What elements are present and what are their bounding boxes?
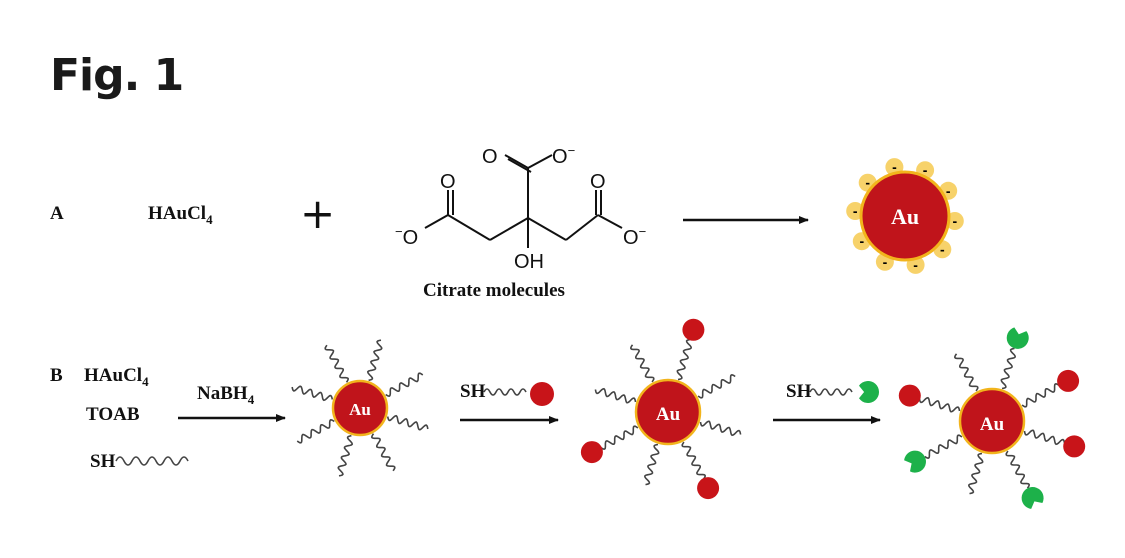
- thiol-ligand-chain: [954, 353, 979, 392]
- antibody-icon: [1021, 486, 1044, 509]
- step3-reagent: SH: [786, 381, 812, 402]
- particle-label: Au: [891, 204, 919, 229]
- o-minus-top: O−: [552, 143, 575, 168]
- thiol-ligand-chain: [594, 387, 637, 404]
- thiol-ligand-chain: [924, 434, 963, 459]
- thiol-ligand-chain: [699, 420, 742, 437]
- step2-reagent: SH: [460, 381, 486, 402]
- thiol-ligand-chain: [676, 338, 693, 381]
- antibody-icon: [859, 381, 880, 404]
- thiol-ligand-chain: [1000, 347, 1017, 390]
- particle-2-label: Au: [656, 404, 681, 425]
- panel-b-reagent2: TOAB: [86, 404, 140, 425]
- panel-b-label: B: [50, 365, 63, 386]
- red-terminal-group: [682, 318, 705, 341]
- thiol-ligand-chain: [967, 452, 984, 495]
- thiol-ligand-chain: [371, 433, 396, 472]
- thiol-ligand-chain: [366, 339, 383, 382]
- thiol-ligand: SH: [90, 451, 189, 472]
- minus-charge: -: [865, 175, 870, 191]
- thiol-ligand-chain: [643, 443, 660, 486]
- hydroxyl-group: OH: [514, 251, 544, 273]
- red-terminal-group: [1057, 369, 1080, 392]
- thiol-ligand-chain: [1005, 450, 1030, 489]
- red-terminal-group: [1063, 435, 1086, 458]
- red-terminal-group: [580, 441, 603, 464]
- citrate-caption: Citrate molecules: [423, 280, 565, 301]
- antibody-icon: [904, 450, 927, 473]
- ligand-particle-3: Au: [898, 327, 1086, 509]
- panel-b-reagent1: HAuCl4: [84, 365, 149, 389]
- carboxyl-o-right: O: [590, 171, 606, 193]
- figure-title: Fig. 1: [50, 50, 184, 101]
- thiol-ligand-chain: [1021, 383, 1060, 408]
- step1-reagent: NaBH4: [197, 383, 255, 407]
- minus-charge: -: [946, 183, 951, 199]
- minus-charge: -: [913, 257, 918, 273]
- ligand-shell-1: [291, 339, 429, 477]
- thiol-ligand-chain: [1023, 429, 1066, 446]
- thiol-ligand-chain: [296, 419, 335, 444]
- plus-sign: +: [300, 189, 335, 238]
- minus-charge: -: [883, 254, 888, 270]
- ligand-particle-1: Au: [291, 339, 429, 477]
- thiol-ligand-chain: [337, 434, 354, 477]
- o-minus-right: O−: [623, 224, 646, 249]
- thiol-ligand-chain: [918, 396, 961, 413]
- thiol-label: SH: [90, 451, 116, 472]
- step2-chain: [483, 388, 527, 396]
- panel-a-label: A: [50, 203, 64, 224]
- thiol-ligand-chain: [291, 385, 334, 402]
- particle-3-label: Au: [980, 414, 1005, 435]
- minus-charge: -: [952, 213, 957, 229]
- thiol-ligand-chain: [600, 425, 639, 450]
- carboxyl-o-left: O: [440, 171, 456, 193]
- gold-core-2: [634, 378, 702, 446]
- red-terminal-group: [898, 384, 921, 407]
- ligand-shell-3: [898, 327, 1086, 509]
- ligand-shell-2: [580, 318, 742, 500]
- minus-charge: -: [892, 159, 897, 175]
- citrate-atoms: O O O O− −O O− OH: [395, 143, 646, 273]
- ligand-particle-2: Au: [580, 318, 742, 500]
- thiol-ligand-chain: [681, 441, 706, 480]
- minus-charge: -: [853, 203, 858, 219]
- thiol-chain: [115, 456, 189, 466]
- gold-core-1: [331, 379, 389, 437]
- thiol-ligand-chain: [630, 344, 655, 383]
- antibody-icon: [1006, 327, 1029, 349]
- o-minus-left: −O: [395, 224, 418, 249]
- minus-charge: -: [923, 162, 928, 178]
- red-terminal-group: [530, 382, 554, 406]
- thiol-ligand-chain: [386, 414, 429, 431]
- minus-charge: -: [940, 241, 945, 257]
- step3-chain: [809, 388, 853, 396]
- thiol-ligand-chain: [324, 344, 349, 383]
- red-terminal-group: [697, 477, 720, 500]
- citrate-gold-nanoparticle: ---------- Au: [846, 158, 964, 274]
- gold-core: [859, 170, 951, 262]
- carboxyl-o-top: O: [482, 146, 498, 168]
- thiol-ligand-chain: [697, 374, 736, 399]
- panel-a-reagent: HAuCl4: [148, 203, 213, 227]
- step3-ligand: SH: [786, 381, 880, 404]
- thiol-ligand-chain: [385, 372, 424, 397]
- minus-charge: -: [859, 233, 864, 249]
- particle-1-label: Au: [349, 400, 371, 419]
- gold-core-3: [958, 387, 1026, 455]
- citrate-structure: [424, 154, 623, 248]
- step2-ligand: SH: [460, 381, 554, 406]
